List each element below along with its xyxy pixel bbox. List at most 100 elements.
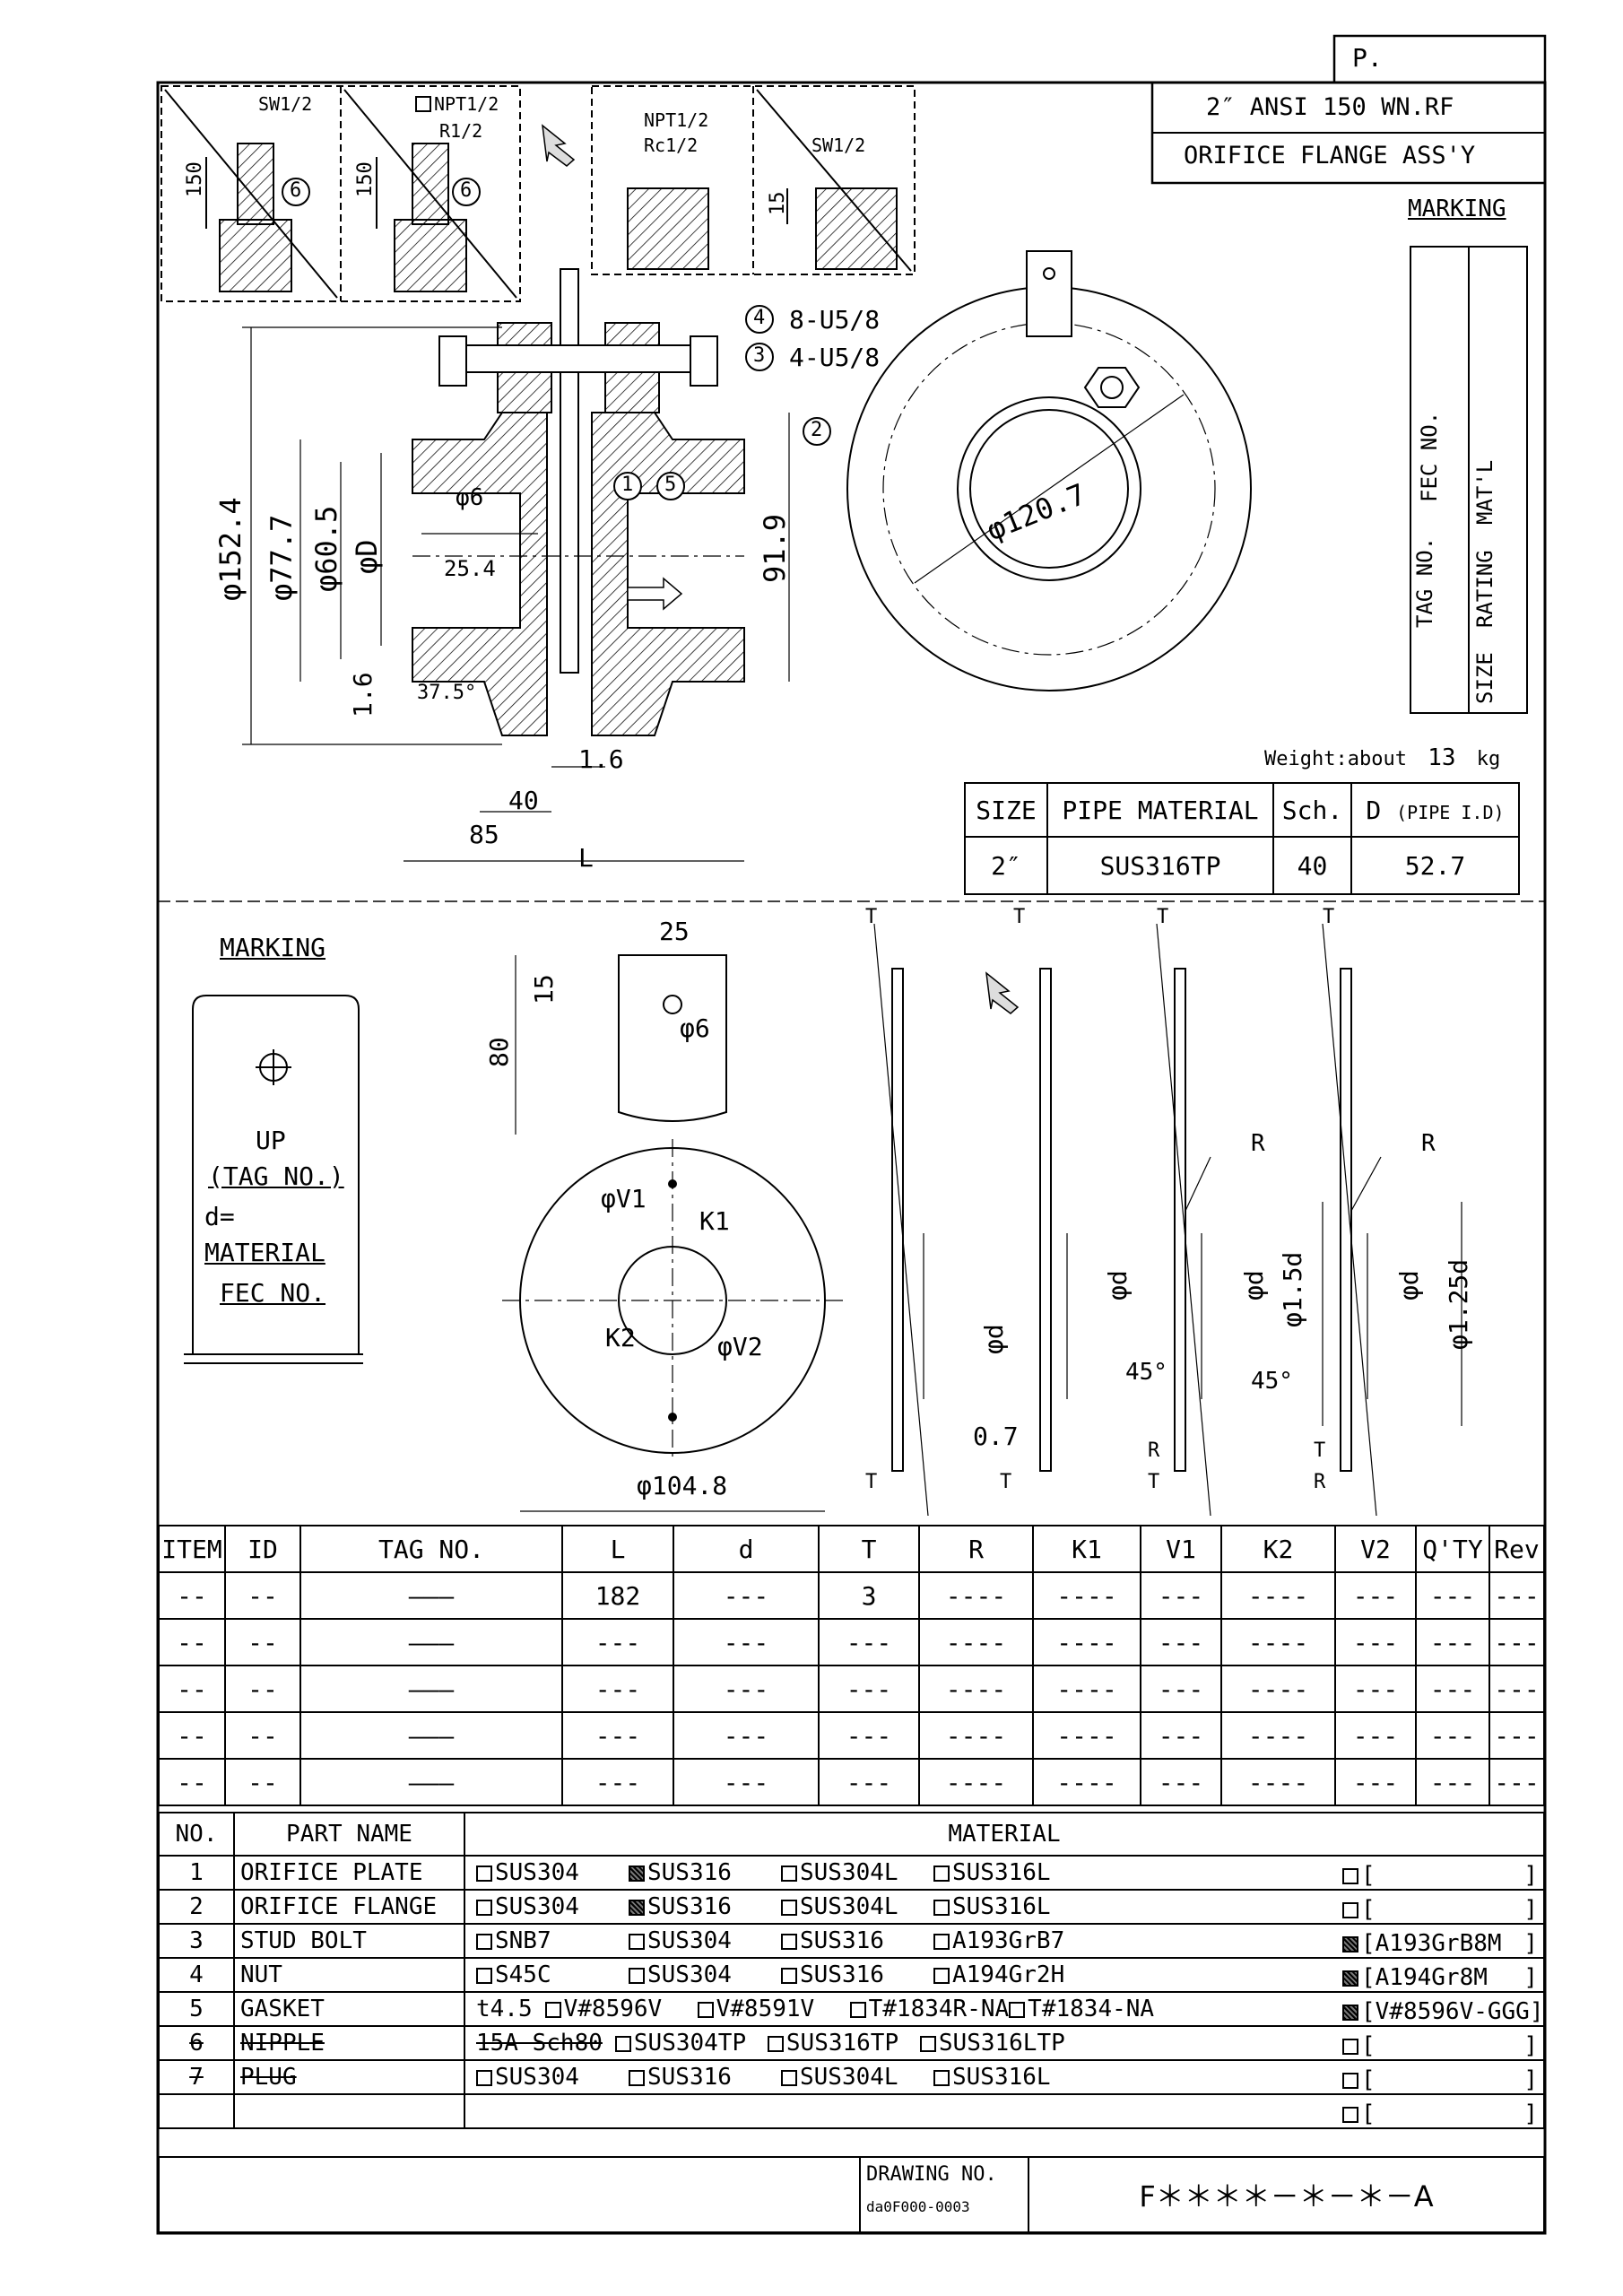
checkbox-icon[interactable] xyxy=(781,1866,797,1882)
checkbox-icon[interactable] xyxy=(476,1968,492,1984)
checkbox-icon[interactable] xyxy=(1342,2073,1358,2089)
checkbox-icon[interactable] xyxy=(1342,2107,1358,2123)
profile-d15: φ1.5d xyxy=(1278,1251,1307,1327)
checkbox-icon[interactable] xyxy=(849,2002,866,2018)
material-option[interactable]: SUS304L xyxy=(781,2064,933,2091)
checkbox-icon[interactable] xyxy=(781,1900,797,1916)
material-option-label: SUS304TP xyxy=(633,2030,747,2057)
material-option[interactable]: SUS316 xyxy=(781,1927,933,1954)
checkbox-icon[interactable] xyxy=(1342,1868,1358,1884)
material-option[interactable]: SUS304 xyxy=(476,1859,629,1886)
pipe-th-d: D (PIPE I.D) xyxy=(1350,782,1520,838)
marking-fec-label: FEC NO. xyxy=(1417,411,1442,502)
checkbox-icon[interactable] xyxy=(697,2002,714,2018)
lower-marking-mat: MATERIAL xyxy=(204,1238,325,1267)
material-other[interactable]: [V#8596V-GGG] xyxy=(1342,1998,1544,2025)
material-option[interactable]: SUS304 xyxy=(476,1893,629,1920)
checkbox-checked-icon[interactable] xyxy=(1342,1970,1358,1987)
material-option[interactable]: SUS304 xyxy=(629,1961,781,1988)
item-cell: ——— xyxy=(299,1618,563,1666)
checkbox-icon[interactable] xyxy=(614,2036,631,2052)
profile-d125: φ1.25d xyxy=(1444,1258,1473,1350)
material-option[interactable]: SUS316L xyxy=(933,1859,1086,1886)
material-option[interactable]: SUS316L xyxy=(933,2064,1086,2091)
material-option[interactable]: SUS304L xyxy=(781,1893,933,1920)
material-option[interactable]: SUS316 xyxy=(629,1893,781,1920)
checkbox-checked-icon[interactable] xyxy=(1342,1936,1358,1952)
item-cell: -- xyxy=(224,1758,301,1806)
checkbox-icon[interactable] xyxy=(629,2070,645,2086)
checkbox-icon[interactable] xyxy=(544,2002,561,2018)
material-option[interactable]: SUS304 xyxy=(476,2064,629,2091)
item-cell: 3 xyxy=(818,1571,920,1620)
part-material: [] xyxy=(464,2093,1545,2129)
bubble-2: 2 xyxy=(811,419,823,441)
material-other[interactable]: [ xyxy=(1342,1862,1376,1888)
material-option[interactable]: SUS304 xyxy=(629,1927,781,1954)
checkbox-icon[interactable] xyxy=(629,1934,645,1950)
material-option[interactable]: SUS316 xyxy=(629,1859,781,1886)
material-option[interactable]: A193GrB7 xyxy=(933,1927,1086,1954)
checkbox-icon[interactable] xyxy=(933,1900,950,1916)
material-option[interactable]: SUS316LTP xyxy=(919,2030,1072,2057)
checkbox-icon[interactable] xyxy=(933,1866,950,1882)
material-other[interactable]: [ xyxy=(1342,2100,1376,2126)
material-other[interactable]: [A193GrB8M xyxy=(1342,1930,1502,1956)
item-cell: ---- xyxy=(1032,1758,1141,1806)
material-option[interactable]: T#1834R-NA xyxy=(849,1996,1009,2022)
checkbox-checked-icon[interactable] xyxy=(1342,2005,1358,2021)
material-option[interactable]: SUS316L xyxy=(933,1893,1086,1920)
item-cell: ——— xyxy=(299,1571,563,1620)
item-cell: -- xyxy=(158,1711,226,1760)
checkbox-icon[interactable] xyxy=(476,1934,492,1950)
material-other-label: [ xyxy=(1361,2032,1376,2059)
flow-arrow-icon xyxy=(627,577,683,611)
checkbox-icon[interactable] xyxy=(767,2036,784,2052)
drawing-no-label-cell: DRAWING NO. da0F000-0003 xyxy=(859,2156,1029,2233)
checkbox-icon[interactable] xyxy=(933,1934,950,1950)
material-other[interactable]: [ xyxy=(1342,1896,1376,1922)
checkbox-icon[interactable] xyxy=(1342,2039,1358,2055)
material-other[interactable]: [ xyxy=(1342,2032,1376,2059)
material-option[interactable]: SUS304TP xyxy=(614,2030,768,2057)
profile-45-2: 45° xyxy=(1251,1368,1293,1395)
material-option[interactable]: SUS304L xyxy=(781,1859,933,1886)
material-option[interactable]: V#8596V xyxy=(544,1996,698,2022)
dim-d6: φ6 xyxy=(456,484,484,511)
checkbox-icon[interactable] xyxy=(476,2070,492,2086)
material-option-label: SUS316LTP xyxy=(938,2030,1065,2057)
checkbox-icon[interactable] xyxy=(476,1866,492,1882)
item-cell: --- xyxy=(1488,1711,1545,1760)
checkbox-icon[interactable] xyxy=(933,1968,950,1984)
material-option[interactable]: V#8591V xyxy=(697,1996,850,2022)
checkbox-icon[interactable] xyxy=(781,2070,797,2086)
profile-T-2: T xyxy=(1013,906,1026,928)
checkbox-icon[interactable] xyxy=(1009,2002,1026,2018)
checkbox-icon[interactable] xyxy=(781,1934,797,1950)
checkbox-icon[interactable] xyxy=(933,2070,950,2086)
checkbox-checked-icon[interactable] xyxy=(629,1900,645,1916)
material-option[interactable]: SUS316TP xyxy=(767,2030,920,2057)
checkbox-icon[interactable] xyxy=(781,1968,797,1984)
profile-T-3: T xyxy=(1157,906,1169,928)
checkbox-icon[interactable] xyxy=(476,1900,492,1916)
part-no xyxy=(158,2093,235,2129)
checkbox-icon[interactable] xyxy=(1342,1902,1358,1918)
item-cell: -- xyxy=(224,1711,301,1760)
pipe-th-material: PIPE MATERIAL xyxy=(1046,782,1274,838)
checkbox-icon[interactable] xyxy=(919,2036,936,2052)
material-option[interactable]: SUS316 xyxy=(781,1961,933,1988)
checkbox-icon[interactable] xyxy=(629,1968,645,1984)
item-cell: --- xyxy=(1415,1758,1490,1806)
marking-header: MARKING xyxy=(1408,196,1506,222)
material-other[interactable]: [A194Gr8M xyxy=(1342,1964,1488,1990)
material-option[interactable]: T#1834-NA xyxy=(1009,1996,1161,2022)
material-option[interactable]: SUS316 xyxy=(629,2064,781,2091)
material-other[interactable]: [ xyxy=(1342,2066,1376,2092)
material-option[interactable]: A194Gr2H xyxy=(933,1961,1086,1988)
material-option[interactable]: SNB7 xyxy=(476,1927,629,1954)
checkbox-checked-icon[interactable] xyxy=(629,1866,645,1882)
material-option[interactable]: S45C xyxy=(476,1961,629,1988)
material-other-label: [V#8596V-GGG] xyxy=(1361,1998,1544,2025)
